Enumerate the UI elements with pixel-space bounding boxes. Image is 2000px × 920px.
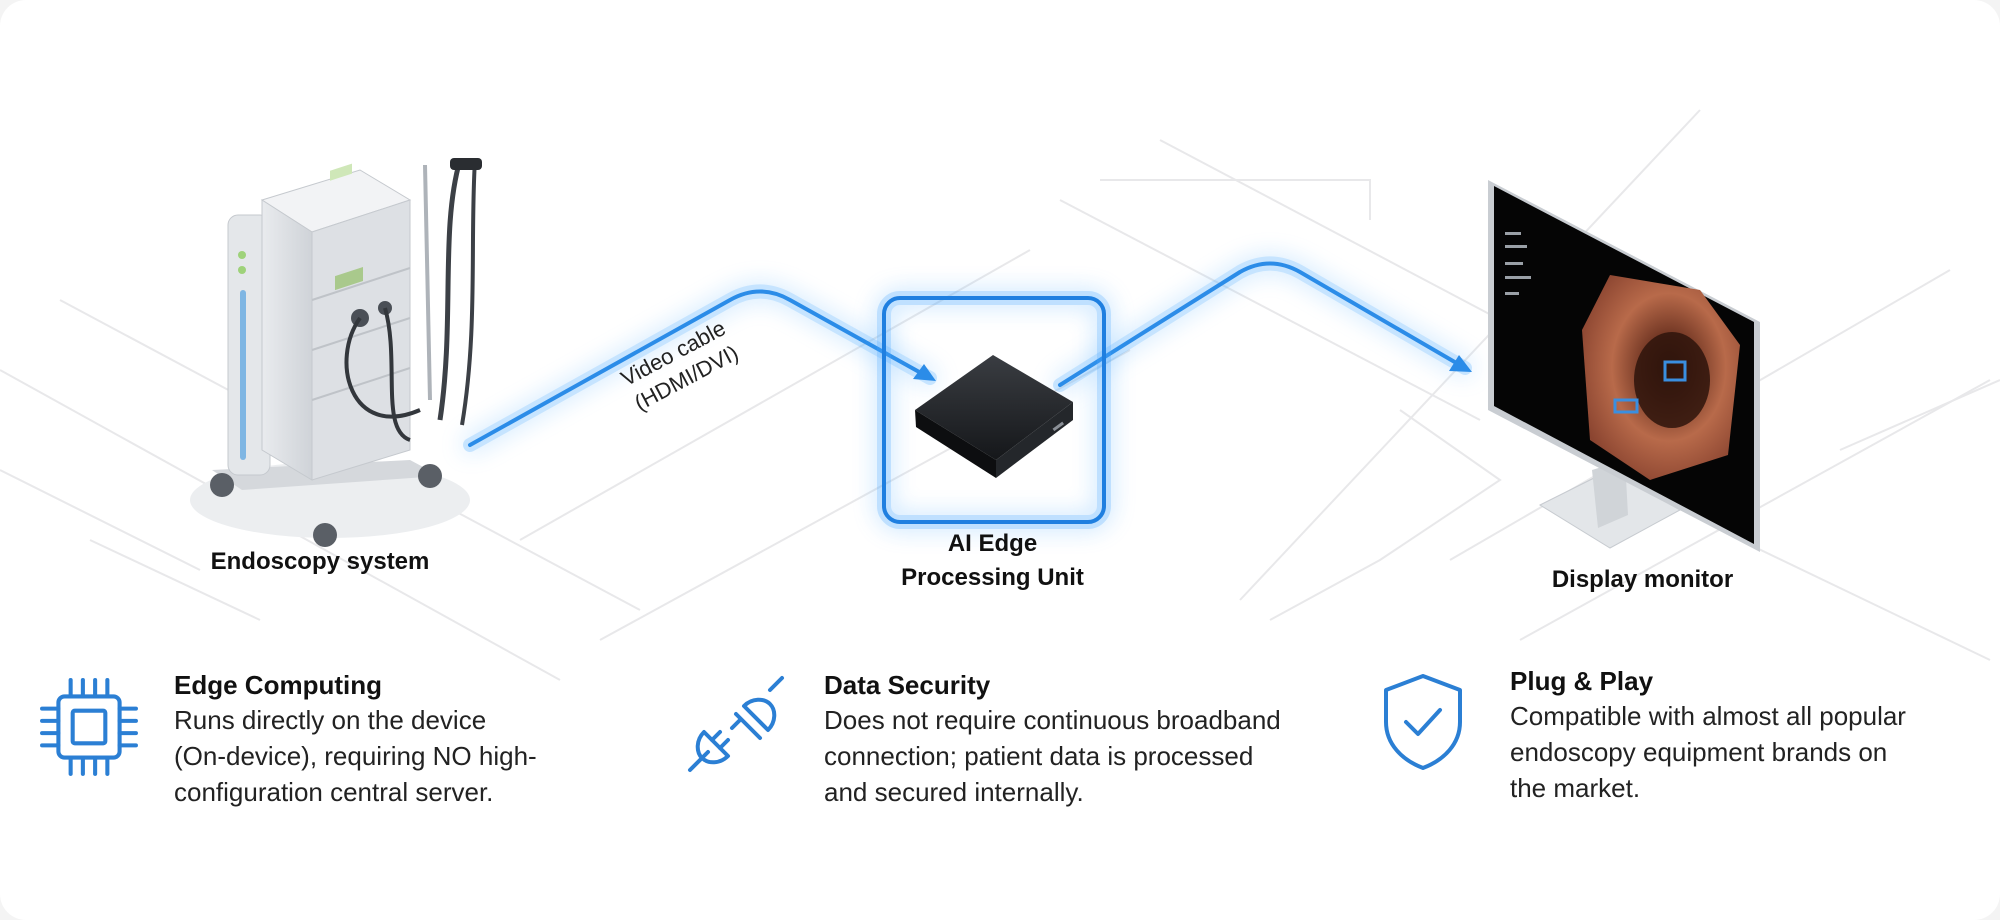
feature-desc-line: the market.: [1510, 773, 1641, 803]
display-monitor-label: Display monitor: [1551, 566, 1734, 593]
feature-desc-line: connection; patient data is processed: [824, 741, 1254, 771]
video-cable: [463, 256, 1472, 452]
feature-desc-line: Runs directly on the device: [174, 705, 487, 735]
feature-desc-line: endoscopy equipment brands on: [1510, 737, 1888, 767]
feature-plug-and-play-text: Plug & Play Compatible with almost all p…: [1510, 664, 1990, 806]
endoscopy-system-label: Endoscopy system: [210, 548, 430, 575]
edge-unit-label-line2: Processing Unit: [901, 564, 1084, 591]
feature-desc-line: (On-device), requiring NO high-: [174, 741, 537, 771]
feature-desc-line: configuration central server.: [174, 777, 494, 807]
arrow-to-edge-icon: [913, 364, 936, 381]
arrow-to-monitor-icon: [1449, 355, 1472, 372]
endoscopy-cart-icon: [190, 158, 482, 547]
edge-device-icon: [915, 355, 1073, 478]
edge-unit-label: AI Edge Processing Unit: [860, 527, 1125, 595]
feature-desc-line: Does not require continuous broadband: [824, 705, 1281, 735]
shield-check-icon: [1384, 674, 1462, 770]
feature-desc-line: and secured internally.: [824, 777, 1084, 807]
feature-desc-line: Compatible with almost all popular: [1510, 701, 1906, 731]
edge-unit-label-line1: AI Edge: [947, 530, 1038, 557]
background-grid: [0, 109, 2000, 681]
edge-unit-frame: [877, 291, 1111, 529]
feature-title: Data Security: [824, 670, 991, 700]
display-monitor-icon: [1488, 180, 1760, 552]
feature-title: Edge Computing: [174, 670, 382, 700]
feature-edge-computing-text: Edge Computing Runs directly on the devi…: [174, 668, 594, 810]
cpu-chip-icon: [40, 678, 138, 776]
feature-title: Plug & Play: [1510, 666, 1654, 696]
feature-data-security-text: Data Security Does not require continuou…: [824, 668, 1384, 810]
plug-icon: [688, 676, 784, 772]
